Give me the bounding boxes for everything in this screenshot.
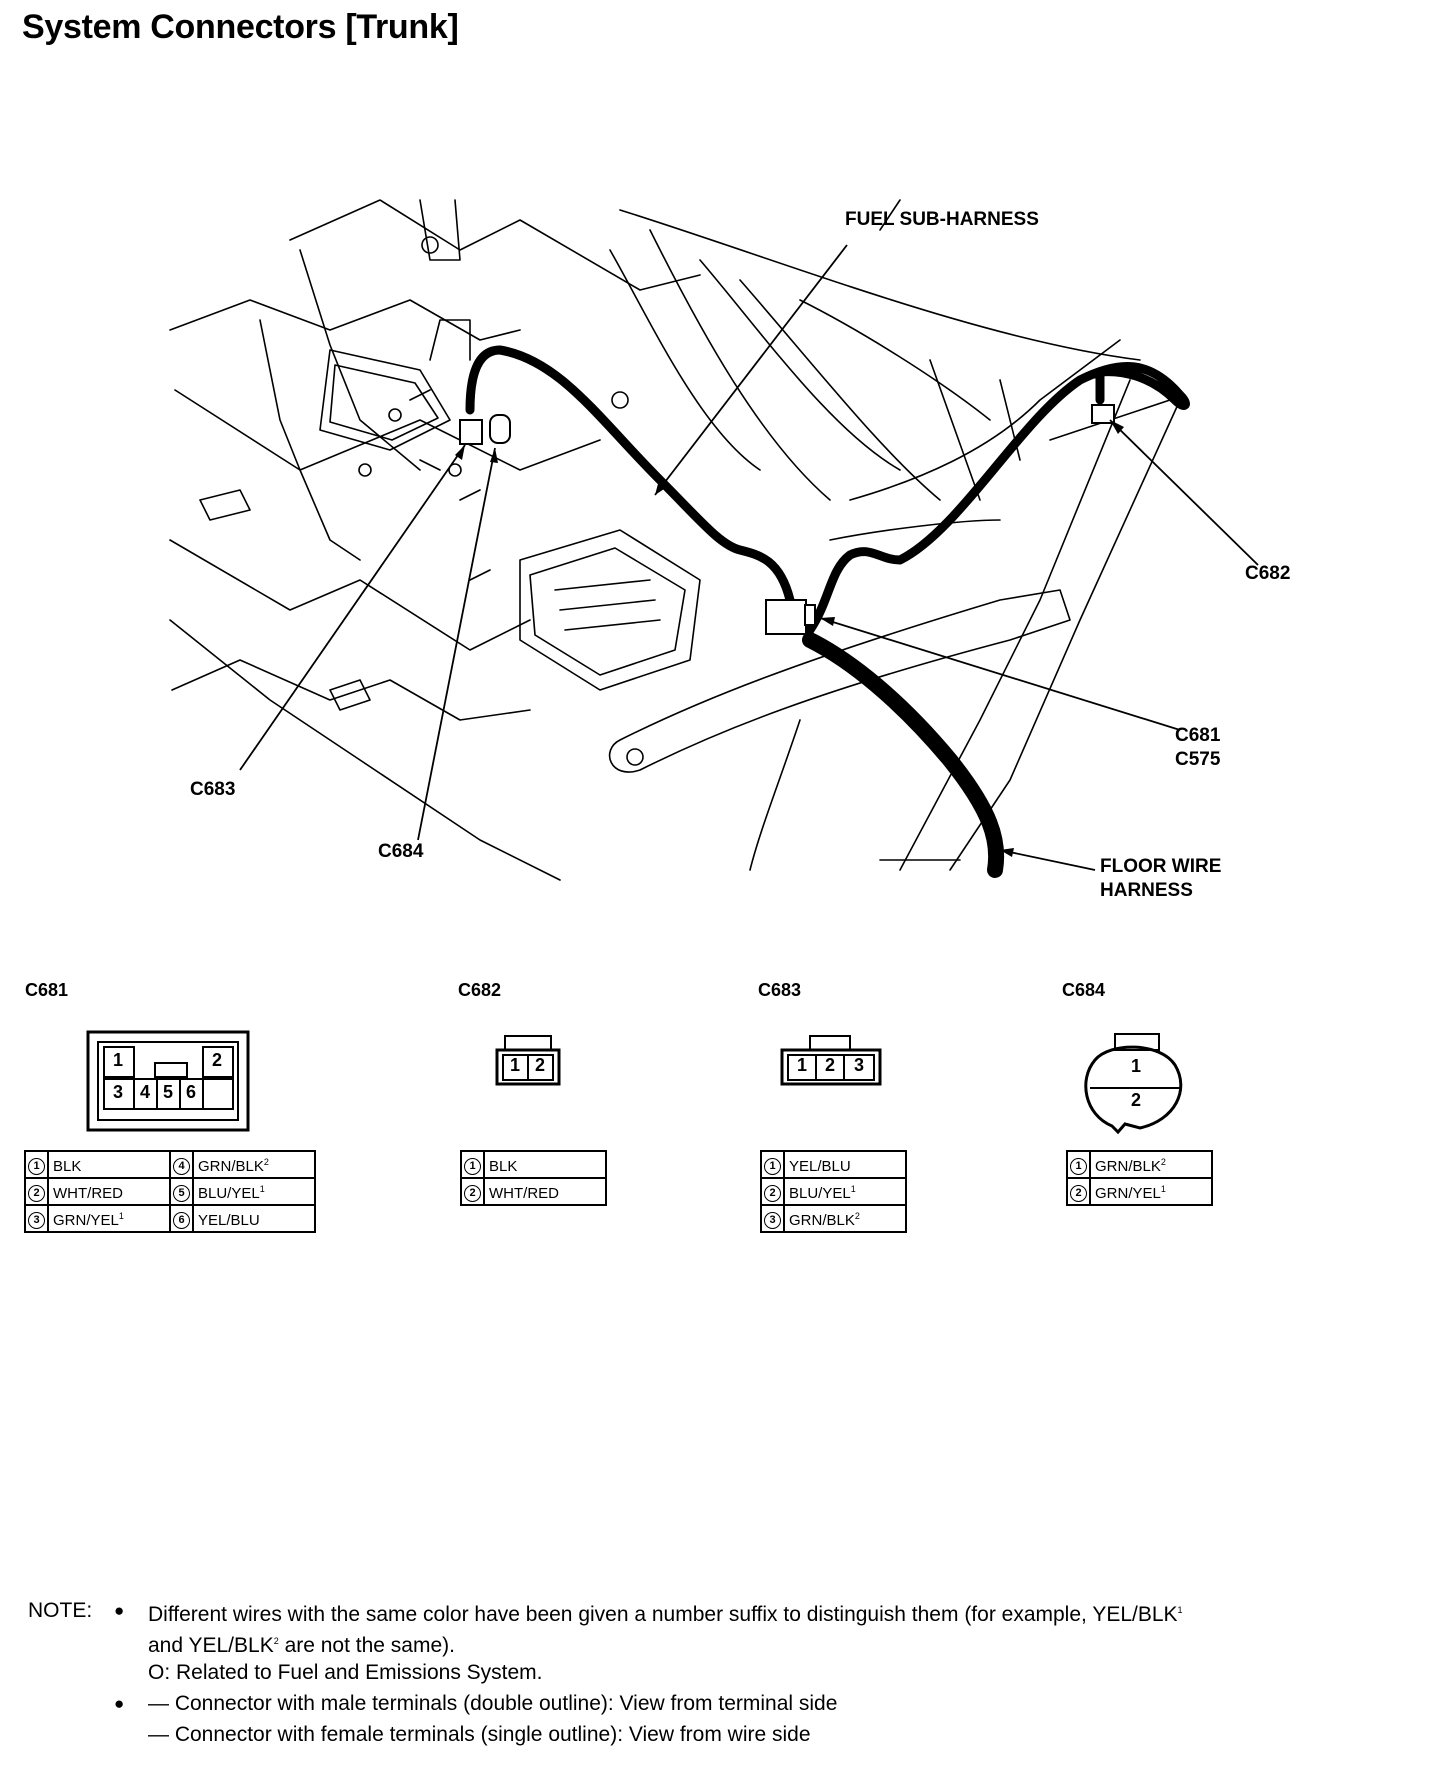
- pin-label: 1: [510, 1055, 521, 1075]
- note-text: Different wires with the same color have…: [148, 1603, 1183, 1626]
- connector-c684-label: C684: [1062, 980, 1106, 1000]
- connector-c683-label: C683: [758, 980, 802, 1000]
- connector-faces: [86, 1030, 1183, 1135]
- table-row: 3 GRN/BLK2: [760, 1204, 907, 1233]
- wire-color-cell: WHT/RED: [483, 1177, 607, 1206]
- c684-pin-table: 1 GRN/BLK2 2 GRN/YEL1: [1066, 1150, 1213, 1206]
- pin-label: 2: [825, 1055, 836, 1075]
- callout-floor-wire: FLOOR WIRE: [1100, 856, 1222, 877]
- wire-color-cell: WHT/RED: [47, 1177, 171, 1206]
- pin-label: 2: [1131, 1090, 1142, 1110]
- note-text: — Connector with female terminals (singl…: [148, 1723, 811, 1746]
- table-row: 1 GRN/BLK2: [1066, 1150, 1213, 1179]
- pin-number-cell: 2: [24, 1177, 49, 1206]
- table-row: 2 WHT/RED 5 BLU/YEL1: [24, 1177, 316, 1206]
- c684-face: [1084, 1033, 1183, 1135]
- wire-color-cell: GRN/YEL1: [47, 1204, 171, 1233]
- note-text: — Connector with male terminals (double …: [148, 1692, 838, 1715]
- pin-number-cell: 2: [760, 1177, 785, 1206]
- pin-number-cell: 1: [24, 1150, 49, 1179]
- table-row: 3 GRN/YEL1 6 YEL/BLU: [24, 1204, 316, 1233]
- callout-fuel-sub-harness: FUEL SUB-HARNESS: [845, 209, 1039, 230]
- pin-label: 3: [854, 1055, 865, 1075]
- c682-face: [495, 1035, 561, 1086]
- pin-label: 6: [186, 1082, 197, 1102]
- wire-color-cell: BLK: [483, 1150, 607, 1179]
- wire-color-cell: BLU/YEL1: [192, 1177, 316, 1206]
- c681-pin-table: 1 BLK 4 GRN/BLK2 2 WHT/RED 5 BLU/YEL1 3 …: [24, 1150, 316, 1233]
- pin-number-cell: 3: [24, 1204, 49, 1233]
- wire-color-cell: GRN/YEL1: [1089, 1177, 1213, 1206]
- connector-c681-label: C681: [25, 980, 69, 1000]
- wire-color-cell: YEL/BLU: [192, 1204, 316, 1233]
- pin-number-cell: 1: [1066, 1150, 1091, 1179]
- table-row: 2 BLU/YEL1: [760, 1177, 907, 1206]
- pin-label: 1: [797, 1055, 808, 1075]
- wire-color-cell: YEL/BLU: [783, 1150, 907, 1179]
- wire-color-cell: BLK: [47, 1150, 171, 1179]
- connector-c682-label: C682: [458, 980, 502, 1000]
- wire-color-cell: BLU/YEL1: [783, 1177, 907, 1206]
- pin-label: 3: [113, 1082, 124, 1102]
- pin-label: 4: [140, 1082, 151, 1102]
- note-text: O: Related to Fuel and Emissions System.: [148, 1661, 543, 1684]
- c683-face: [780, 1035, 882, 1086]
- bullet-icon: ●: [114, 1694, 125, 1713]
- page-title: System Connectors [Trunk]: [22, 8, 459, 46]
- note-block: NOTE: ● Different wires with the same co…: [28, 1595, 1428, 1750]
- callout-floor-wire-harness: HARNESS: [1100, 880, 1193, 901]
- c682-pin-table: 1 BLK 2 WHT/RED: [460, 1150, 607, 1206]
- wire-color-cell: GRN/BLK2: [783, 1204, 907, 1233]
- pin-label: 5: [163, 1082, 174, 1102]
- pin-label: 2: [212, 1050, 223, 1070]
- c681-face: [86, 1030, 250, 1132]
- pin-label: 1: [1131, 1056, 1142, 1076]
- wire-color-cell: GRN/BLK2: [1089, 1150, 1213, 1179]
- pin-number-cell: 6: [169, 1204, 194, 1233]
- c683-pin-table: 1 YEL/BLU 2 BLU/YEL1 3 GRN/BLK2: [760, 1150, 907, 1233]
- table-row: 2 GRN/YEL1: [1066, 1177, 1213, 1206]
- callout-c684: C684: [378, 841, 424, 862]
- pin-number-cell: 2: [460, 1177, 485, 1206]
- pin-number-cell: 4: [169, 1150, 194, 1179]
- callout-c682: C682: [1245, 563, 1291, 584]
- trunk-harness-illustration: [169, 199, 1259, 881]
- callout-c683: C683: [190, 779, 236, 800]
- wire-color-cell: GRN/BLK2: [192, 1150, 316, 1179]
- note-text: and YEL/BLK2 are not the same).: [148, 1634, 455, 1657]
- pin-number-cell: 3: [760, 1204, 785, 1233]
- pin-number-cell: 1: [460, 1150, 485, 1179]
- pin-number-cell: 5: [169, 1177, 194, 1206]
- table-row: 1 BLK: [460, 1150, 607, 1179]
- callout-c681: C681: [1175, 725, 1221, 746]
- table-row: 1 YEL/BLU: [760, 1150, 907, 1179]
- note-label: NOTE:: [28, 1599, 93, 1622]
- pin-number-cell: 2: [1066, 1177, 1091, 1206]
- pin-number-cell: 1: [760, 1150, 785, 1179]
- bullet-icon: ●: [114, 1601, 125, 1620]
- callout-c575: C575: [1175, 749, 1221, 770]
- pin-label: 2: [535, 1055, 546, 1075]
- table-row: 1 BLK 4 GRN/BLK2: [24, 1150, 316, 1179]
- pin-label: 1: [113, 1050, 124, 1070]
- table-row: 2 WHT/RED: [460, 1177, 607, 1206]
